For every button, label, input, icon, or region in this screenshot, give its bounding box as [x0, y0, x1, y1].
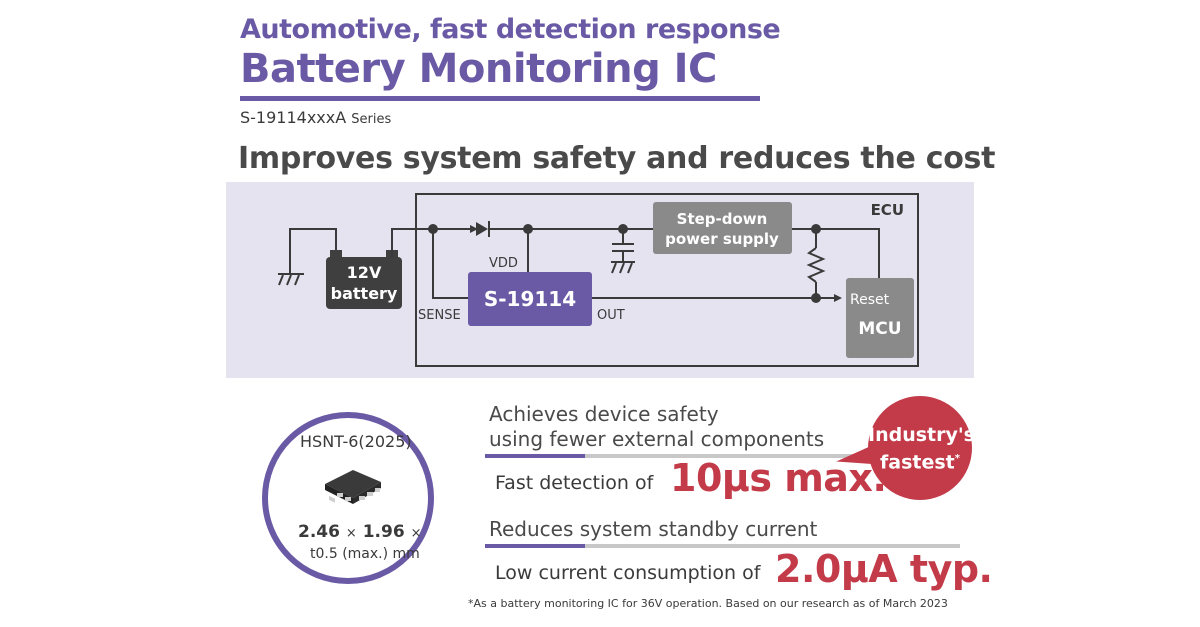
- ecu-label: ECU: [871, 201, 904, 219]
- series-label: S-19114xxxA Series: [240, 108, 391, 127]
- benefit-2-detail: Low current consumption of: [495, 562, 761, 584]
- footnote: *As a battery monitoring IC for 36V oper…: [468, 597, 948, 610]
- ground-symbol-battery: [278, 273, 304, 286]
- dimension-width: 1.96: [362, 522, 405, 542]
- psu-label-line2: power supply: [665, 230, 779, 248]
- package-name: HSNT-6(2025): [300, 432, 412, 451]
- mcu: Reset MCU: [846, 278, 914, 358]
- diode-symbol: [476, 221, 490, 237]
- ecu-enclosure: [415, 193, 919, 367]
- benefit-1-rule-accent: [485, 454, 585, 458]
- series-suffix: Series: [351, 112, 392, 127]
- benefit-2-heading: Reduces system standby current: [489, 517, 818, 541]
- battery-ground-wire: [289, 228, 337, 274]
- title-underline: [240, 96, 760, 101]
- badge-line2: fastest*: [880, 451, 960, 474]
- series-part-number: S-19114xxxA: [240, 108, 347, 127]
- benefit-2-rule-accent: [485, 544, 585, 548]
- ic-s19114: S-19114: [468, 272, 592, 326]
- junction-capacitor: [618, 224, 628, 234]
- ic-label: S-19114: [484, 287, 576, 311]
- battery-label-voltage: 12V: [347, 263, 382, 282]
- benefit-1-rule: [485, 454, 880, 458]
- badge-footnote-mark: *: [954, 453, 960, 464]
- junction-sense: [428, 224, 438, 234]
- benefit-1-detail: Fast detection of: [495, 472, 654, 494]
- mcu-supply-wire: [816, 228, 880, 278]
- benefit-1-value: 10µs max.: [670, 456, 887, 500]
- page-title: Battery Monitoring IC: [240, 46, 717, 92]
- times-sign-2: ×: [410, 526, 422, 541]
- resistor-symbol: [806, 247, 826, 283]
- battery-label-name: battery: [331, 284, 398, 303]
- benefit-1-heading-line1: Achieves device safety: [489, 402, 719, 426]
- step-down-power-supply: Step-down power supply: [653, 202, 792, 254]
- dimension-length: 2.46: [298, 522, 340, 542]
- benefit-2-rule: [485, 544, 960, 548]
- benefit-1-heading: Achieves device safety using fewer exter…: [489, 402, 824, 452]
- package-chip-icon: [325, 470, 381, 504]
- reset-pin-label: Reset: [850, 292, 890, 308]
- benefit-1-heading-line2: using fewer external components: [489, 427, 825, 451]
- junction-vdd: [523, 224, 533, 234]
- out-pin-label: OUT: [597, 308, 625, 323]
- headline: Improves system safety and reduces the c…: [238, 141, 996, 176]
- circuit-diagram: ECU 12V battery VDD S-19114 SENSE OUT: [278, 193, 919, 367]
- sense-wire: [432, 229, 468, 299]
- industry-fastest-badge: [868, 396, 972, 500]
- vdd-pin-label: VDD: [489, 256, 518, 271]
- badge-text: Industry's fastest*: [868, 423, 975, 474]
- sense-pin-label: SENSE: [418, 308, 461, 323]
- battery-12v: 12V battery: [326, 250, 402, 309]
- mcu-label: MCU: [858, 319, 901, 339]
- subtitle: Automotive, fast detection response: [240, 14, 781, 45]
- capacitor-symbol: [612, 229, 634, 262]
- battery-positive-wire: [391, 228, 433, 257]
- badge-line1: Industry's: [868, 424, 975, 446]
- psu-label-line1: Step-down: [677, 210, 768, 228]
- package-thickness: t0.5 (max.) mm: [310, 546, 420, 562]
- benefit-2-value: 2.0µA typ.: [775, 547, 993, 591]
- times-sign: ×: [345, 526, 357, 541]
- ground-symbol-capacitor: [611, 261, 635, 274]
- package-dimensions: 2.46 × 1.96 ×: [298, 522, 421, 542]
